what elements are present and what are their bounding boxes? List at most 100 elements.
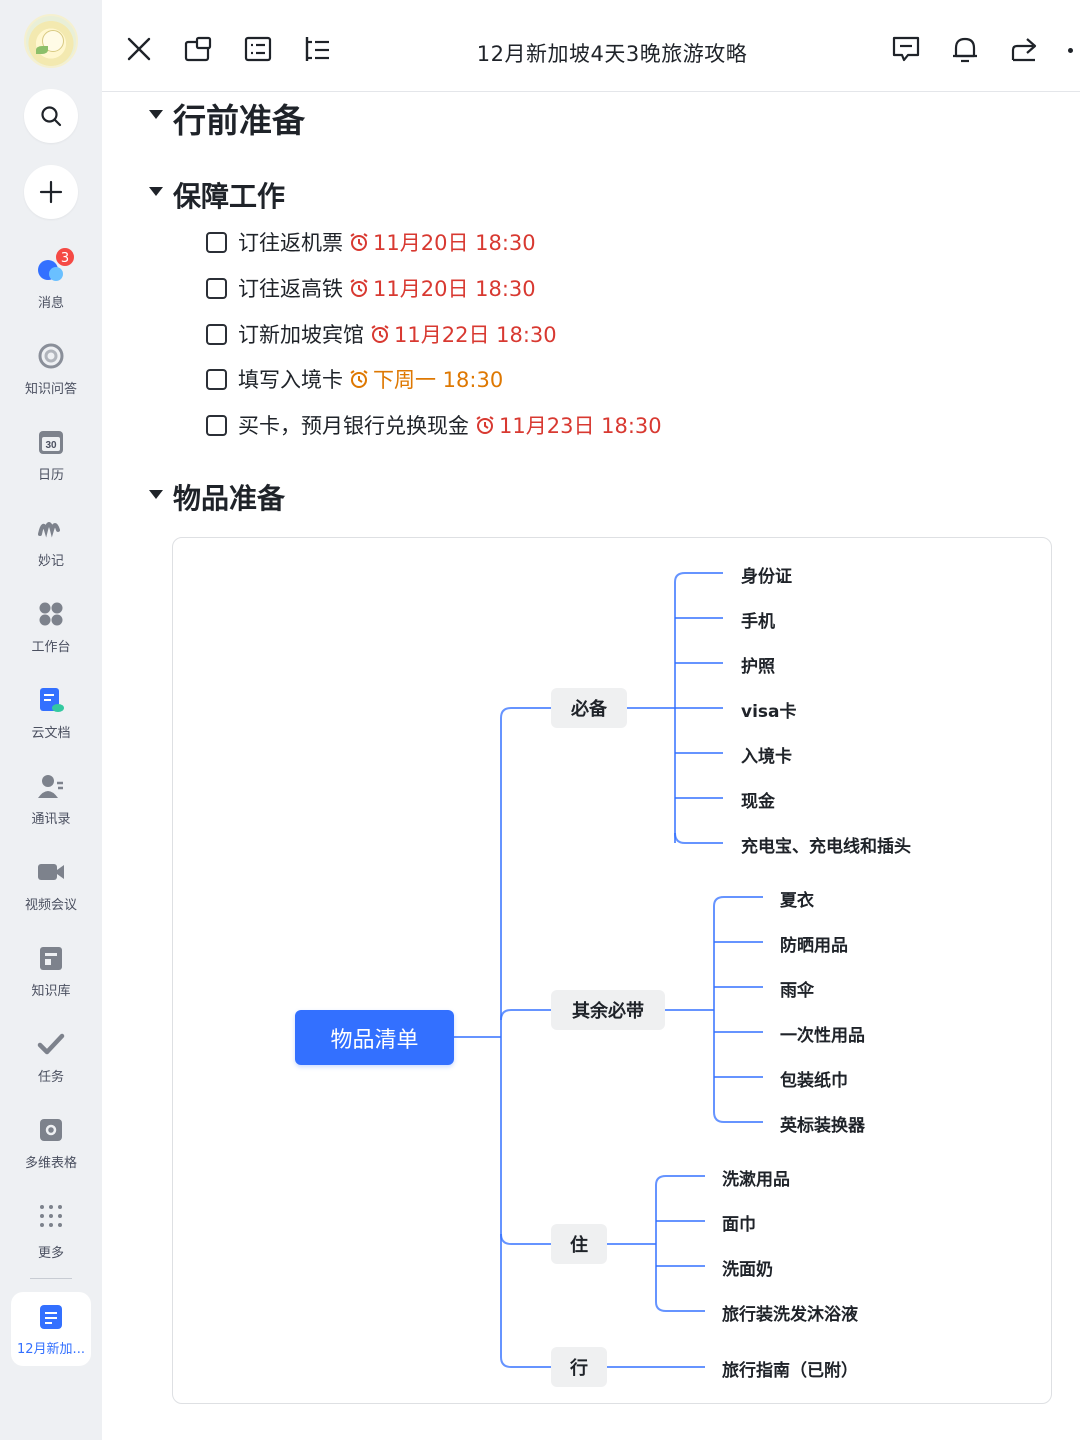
sidebar-item-cloud-docs[interactable]: 云文档: [0, 686, 102, 766]
sidebar-item-label: 知识库: [31, 984, 71, 999]
task-checkbox[interactable]: [206, 368, 227, 390]
mindmap-branch-node[interactable]: 行: [551, 1347, 607, 1387]
more-dots-icon: [40, 1205, 62, 1227]
connector-branch-1: [500, 707, 551, 719]
heading-h1: 行前准备: [173, 101, 305, 140]
task-due[interactable]: 11月23日 18:30: [475, 410, 662, 440]
minutes-icon: [38, 522, 60, 538]
task-item: 订往返机票 11月20日 18:30: [206, 227, 536, 257]
doc-icon: [40, 1305, 62, 1329]
close-icon[interactable]: [124, 34, 154, 64]
share-icon[interactable]: [1009, 34, 1039, 64]
sidebar: 3 消息 知识问答 30 日历 妙记 工作台 云文档 通讯录 视频会议 知识库 …: [0, 0, 102, 1440]
mindmap-root-node[interactable]: 物品清单: [295, 1010, 454, 1065]
mindmap-leaf-node[interactable]: 面巾: [722, 1215, 756, 1235]
collapse-toggle-icon[interactable]: [149, 490, 163, 499]
mindmap-leaf-node[interactable]: 雨伞: [780, 981, 814, 1001]
top-bar: 12月新加坡4天3晚旅游攻略: [102, 0, 1080, 92]
collapse-toggle-icon[interactable]: [149, 110, 163, 119]
mindmap-branch-node[interactable]: 其余必带: [551, 990, 665, 1030]
sidebar-item-more[interactable]: 更多: [0, 1202, 102, 1282]
directory-icon[interactable]: [302, 34, 332, 64]
task-checkbox[interactable]: [206, 323, 227, 345]
task-check-icon: [37, 1033, 65, 1055]
spiral-icon: [38, 343, 64, 369]
task-checkbox[interactable]: [206, 231, 227, 253]
sidebar-item-calendar[interactable]: 30 日历: [0, 428, 102, 508]
mindmap-leaf-node[interactable]: 洗漱用品: [722, 1170, 790, 1190]
task-checkbox[interactable]: [206, 414, 227, 436]
search-button[interactable]: [24, 89, 78, 143]
task-due[interactable]: 下周一 18:30: [349, 364, 503, 394]
mindmap-leaf-node[interactable]: 现金: [741, 792, 775, 812]
sidebar-item-wiki[interactable]: 知识库: [0, 944, 102, 1024]
task-due-text: 11月22日 18:30: [394, 323, 557, 347]
sidebar-item-workbench[interactable]: 工作台: [0, 600, 102, 680]
search-icon: [41, 106, 62, 127]
task-due[interactable]: 11月20日 18:30: [349, 227, 536, 257]
connector-branch-2: [500, 1009, 551, 1021]
mindmap-leaf-node[interactable]: 英标装换器: [780, 1116, 865, 1136]
mindmap-leaf-node[interactable]: 旅行指南（已附）: [722, 1361, 858, 1381]
connector-branch-3: [500, 1233, 551, 1245]
sidebar-item-base[interactable]: 多维表格: [0, 1116, 102, 1196]
mindmap-branch-node[interactable]: 住: [551, 1224, 607, 1264]
mindmap-leaf-node[interactable]: 洗面奶: [722, 1260, 773, 1280]
task-item: 订新加坡宾馆 11月22日 18:30: [206, 319, 557, 349]
mindmap-block[interactable]: 物品清单 必备 其余必带 住 行 身份证 手机 护照 visa卡 入境卡 现金 …: [172, 537, 1052, 1404]
float-window-icon[interactable]: [183, 34, 213, 64]
heading-section-2: 物品准备: [173, 482, 286, 515]
mindmap-leaf-node[interactable]: 护照: [741, 657, 775, 677]
sidebar-divider: [30, 1278, 72, 1279]
task-due[interactable]: 11月22日 18:30: [370, 319, 557, 349]
sidebar-item-label: 消息: [37, 296, 64, 311]
create-button[interactable]: [24, 165, 78, 219]
outline-icon[interactable]: [243, 34, 273, 64]
task-due-text: 11月20日 18:30: [373, 231, 536, 255]
sidebar-item-label: 视频会议: [24, 898, 77, 913]
task-due-text: 11月23日 18:30: [499, 414, 662, 438]
task-text: 填写入境卡: [238, 368, 343, 392]
mindmap-leaf-node[interactable]: 旅行装洗发沐浴液: [722, 1305, 858, 1325]
cloud-doc-icon: [40, 688, 64, 712]
task-item: 填写入境卡 下周一 18:30: [206, 364, 503, 394]
collapse-toggle-icon[interactable]: [149, 187, 163, 196]
mindmap-leaf-node[interactable]: 入境卡: [741, 747, 792, 767]
mindmap-leaf-node[interactable]: visa卡: [741, 702, 797, 722]
sidebar-item-minutes[interactable]: 妙记: [0, 514, 102, 594]
sidebar-item-qa[interactable]: 知识问答: [0, 342, 102, 422]
mindmap-leaf-node[interactable]: 充电宝、充电线和插头: [741, 837, 911, 857]
task-due[interactable]: 11月20日 18:30: [349, 273, 536, 303]
task-due-text: 下周一 18:30: [373, 368, 504, 392]
sidebar-item-label: 通讯录: [31, 812, 71, 827]
comment-icon[interactable]: [891, 34, 921, 64]
task-text: 买卡，预月银行兑换现金: [238, 414, 469, 438]
sidebar-item-label: 知识问答: [24, 382, 77, 397]
avatar[interactable]: [24, 14, 78, 68]
connector-branch-4: [500, 1356, 551, 1368]
task-item: 买卡，预月银行兑换现金 11月23日 18:30: [206, 410, 662, 440]
mindmap-leaf-node[interactable]: 夏衣: [780, 891, 814, 911]
heading-section-1: 保障工作: [173, 180, 286, 213]
sidebar-item-contacts[interactable]: 通讯录: [0, 772, 102, 852]
mindmap-leaf-node[interactable]: 防晒用品: [780, 936, 848, 956]
sidebar-item-tasks[interactable]: 任务: [0, 1030, 102, 1110]
sidebar-item-messages[interactable]: 3 消息: [0, 246, 102, 336]
sidebar-item-video-meeting[interactable]: 视频会议: [0, 858, 102, 938]
task-checkbox[interactable]: [206, 277, 227, 299]
mindmap-connectors: [454, 572, 763, 1368]
bell-icon[interactable]: [950, 34, 980, 64]
mindmap-branch-node[interactable]: 必备: [551, 688, 627, 728]
mindmap-leaf-node[interactable]: 身份证: [741, 567, 792, 587]
sidebar-active-doc[interactable]: 12月新加...: [11, 1292, 91, 1366]
document-title: 12月新加坡4天3晚旅游攻略: [476, 42, 748, 66]
mindmap-leaf-node[interactable]: 一次性用品: [780, 1026, 865, 1046]
mindmap-leaf-node[interactable]: 手机: [741, 612, 775, 632]
more-menu-icon[interactable]: [1068, 48, 1073, 53]
task-text: 订往返机票: [238, 231, 343, 255]
alarm-clock-icon: [371, 325, 389, 343]
task-text: 订往返高铁: [238, 277, 343, 301]
calendar-icon: 30: [39, 431, 63, 454]
mindmap-leaf-node[interactable]: 包装纸巾: [780, 1071, 848, 1091]
task-text: 订新加坡宾馆: [238, 323, 364, 347]
